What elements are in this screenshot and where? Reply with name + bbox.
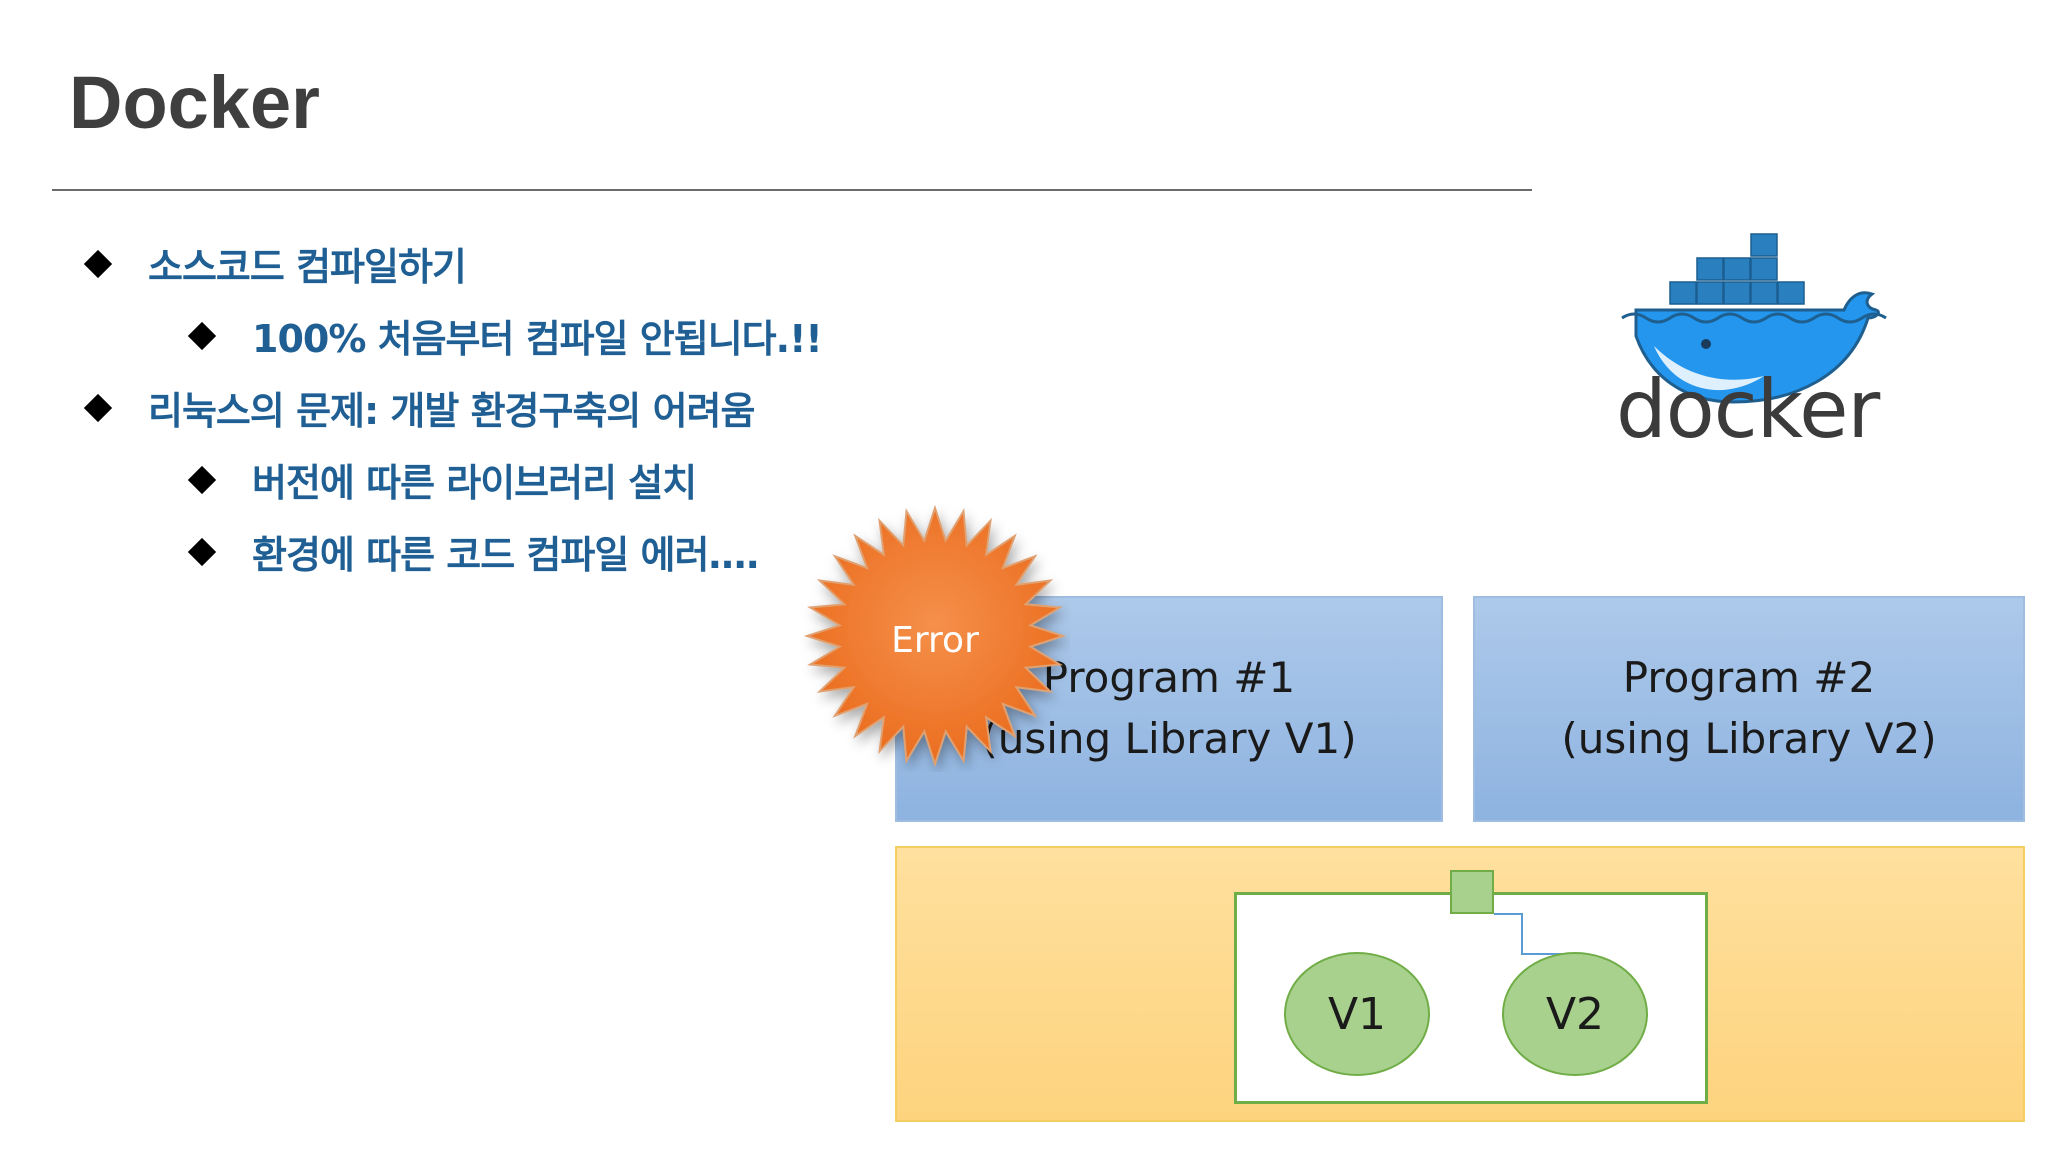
bullet-text: 환경에 따른 코드 컴파일 에러…. [252,533,760,577]
bullet-item: 소스코드 컴파일하기 [83,236,467,291]
title-divider [52,189,1532,191]
bullet-item: 환경에 따른 코드 컴파일 에러…. [187,524,760,579]
program-2-box: Program #2 (using Library V2) [1473,596,2025,822]
program-1-title: Program #1 [1042,653,1296,703]
error-burst-shape [803,504,1067,768]
bullet-item: 리눅스의 문제: 개발 환경구축의 어려움 [83,380,755,435]
bullet-item: 100% 처음부터 컴파일 안됩니다.!! [187,308,823,363]
docker-logo-text: docker [1616,363,1880,456]
bullet-text: 소스코드 컴파일하기 [148,245,467,289]
program-1-subtitle: (using Library V1) [981,714,1357,763]
program-2-title: Program #2 [1622,653,1876,703]
bullet-text: 리눅스의 문제: 개발 환경구축의 어려움 [148,389,755,433]
error-label: Error [891,620,979,661]
docker-whale-icon [1621,233,1887,404]
version-v2-node: V2 [1502,952,1648,1076]
version-v1-node: V1 [1284,952,1430,1076]
connector-square [1450,870,1494,914]
bullet-item: 버전에 따른 라이브러리 설치 [187,452,697,507]
slide-title: Docker [69,61,320,144]
program-2-subtitle: (using Library V2) [1561,714,1937,763]
v1-label: V1 [1327,988,1387,1040]
bullet-text: 버전에 따른 라이브러리 설치 [252,461,697,505]
v2-label: V2 [1545,988,1605,1040]
bullet-text: 100% 처음부터 컴파일 안됩니다.!! [252,317,823,361]
